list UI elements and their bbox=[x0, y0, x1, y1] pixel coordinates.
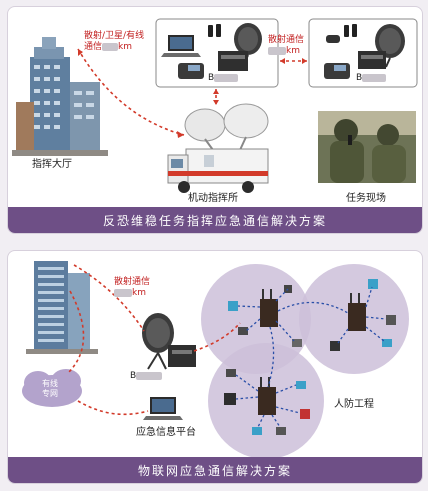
box-model-label-right: B bbox=[356, 73, 387, 84]
office-building-icon bbox=[26, 261, 98, 354]
terminal-model-label: B bbox=[130, 371, 163, 382]
mobile-command-vehicle-icon bbox=[167, 103, 269, 193]
laptop-icon bbox=[143, 397, 183, 420]
communication-terminal-icon bbox=[218, 51, 248, 71]
bottom-scenario-panel: 散射通信 km B 有线 专网 应急信息平台 人防工程 物联网应急通信解决方案 bbox=[7, 250, 423, 484]
headquarters-building-icon bbox=[12, 37, 108, 156]
satellite-dish-icon bbox=[234, 23, 262, 66]
link-label-scatter: 散射通信 km bbox=[114, 277, 151, 298]
redacted-model bbox=[362, 73, 387, 82]
communication-terminal-icon bbox=[358, 51, 386, 69]
radio-handset-icon bbox=[344, 24, 357, 37]
desk-phone-icon bbox=[178, 63, 204, 79]
iot-hub-device-icon bbox=[348, 293, 366, 331]
cloud-label: 有线 专网 bbox=[42, 379, 58, 398]
radio-handset-icon bbox=[208, 24, 221, 37]
node-label-site: 任务现场 bbox=[346, 193, 386, 204]
node-label-civil-defense: 人防工程 bbox=[334, 399, 374, 410]
node-label-hq: 指挥大厅 bbox=[32, 159, 72, 170]
redacted-distance bbox=[102, 42, 119, 51]
camera-icon bbox=[326, 35, 340, 43]
iot-hub-device-icon bbox=[260, 289, 278, 327]
task-site-photo bbox=[318, 111, 416, 183]
wired-network-cloud-icon bbox=[22, 369, 82, 407]
top-banner-title: 反恐维稳任务指挥应急通信解决方案 bbox=[8, 207, 422, 233]
redacted-model bbox=[136, 371, 163, 380]
iot-local-links bbox=[235, 286, 387, 428]
desk-phone-icon bbox=[324, 63, 350, 79]
redacted-distance bbox=[114, 288, 132, 297]
bottom-banner-title: 物联网应急通信解决方案 bbox=[8, 457, 422, 483]
node-label-mobile: 机动指挥所 bbox=[188, 193, 238, 204]
top-diagram-canvas bbox=[12, 18, 418, 193]
box-model-label-left: B bbox=[208, 73, 239, 84]
scatter-dish-terminal-icon bbox=[142, 313, 196, 370]
satellite-dish-icon bbox=[375, 24, 405, 68]
scatter-long-links bbox=[67, 264, 241, 416]
laptop-icon bbox=[161, 35, 201, 57]
bottom-diagram-canvas bbox=[22, 261, 409, 459]
link-label-site: 散射通信 km bbox=[268, 35, 305, 56]
redacted-distance bbox=[268, 46, 286, 55]
scatter-link-hq-vehicle bbox=[77, 48, 185, 136]
redacted-model bbox=[214, 73, 239, 82]
node-label-platform: 应急信息平台 bbox=[136, 427, 196, 438]
sensor-icon bbox=[224, 279, 396, 435]
